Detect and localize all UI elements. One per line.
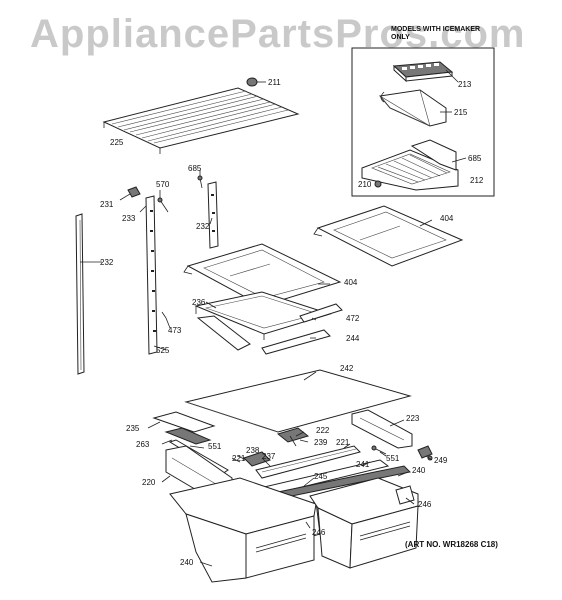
part-472-shelf-rail (299, 303, 343, 323)
part-232-left-rail (75, 213, 85, 375)
callout-239: 239 (314, 438, 328, 447)
callout-220: 220 (142, 478, 156, 487)
part-685-pin (197, 175, 203, 189)
callout-404-center: 404 (344, 278, 358, 287)
callout-685: 685 (188, 164, 202, 173)
part-238-holder (243, 451, 271, 467)
inset-box (351, 47, 495, 197)
callout-215: 215 (454, 108, 468, 117)
part-223-support (351, 409, 413, 449)
callout-232-short: 232 (196, 222, 210, 231)
part-240-crisper-left (169, 477, 317, 583)
callout-240-left: 240 (180, 558, 194, 567)
part-570-screw (157, 197, 169, 213)
callout-249: 249 (434, 456, 448, 465)
part-685-inset-pin (451, 157, 467, 163)
callout-210: 210 (358, 180, 372, 189)
callout-211: 211 (268, 78, 281, 87)
leader-lines (80, 69, 459, 567)
part-233-center-rail (145, 195, 158, 355)
callout-235: 235 (126, 424, 140, 433)
part-239-bracket (276, 427, 310, 447)
callout-225: 225 (110, 138, 124, 147)
part-211-knob (246, 77, 258, 87)
inset-title: MODELS WITH ICEMAKER ONLY (391, 26, 481, 41)
part-242-glass-panel (184, 369, 412, 433)
callout-241: 241 (356, 460, 370, 469)
part-225-wire-shelf (102, 87, 300, 154)
part-246-frame-bar-right (395, 485, 415, 505)
callout-236: 236 (192, 298, 206, 307)
callout-263: 263 (136, 440, 150, 449)
part-213-ice-tray (392, 61, 454, 83)
callout-685-inset: 685 (468, 154, 482, 163)
part-551-cover-right (371, 445, 387, 455)
part-249-roller (417, 445, 433, 461)
part-210-screw (374, 180, 382, 188)
part-244-shelf-frame (196, 315, 331, 355)
callout-244: 244 (346, 334, 360, 343)
callout-222: 222 (316, 426, 330, 435)
part-231-clip (127, 186, 141, 198)
callout-472: 472 (346, 314, 360, 323)
part-404-glass-shelf-center (183, 243, 342, 307)
callout-240-right: 240 (412, 466, 426, 475)
callout-212: 212 (470, 176, 484, 185)
watermark-logo: AppliancePartsPros.com (30, 12, 526, 56)
callout-232-left: 232 (100, 258, 114, 267)
callout-246-right: 246 (418, 500, 432, 509)
part-215-ice-bin (379, 89, 447, 127)
callout-231: 231 (100, 200, 114, 209)
part-232-short-rail (207, 181, 219, 249)
art-number: (ART NO. WR18268 C18) (405, 540, 498, 549)
callout-223: 223 (406, 414, 420, 423)
callout-242: 242 (340, 364, 354, 373)
callout-551-right: 551 (386, 454, 400, 463)
callout-233: 233 (122, 214, 136, 223)
callout-237: 237 (262, 452, 276, 461)
callout-213: 213 (458, 80, 472, 89)
callout-570: 570 (156, 180, 170, 189)
callout-221-right: 221 (336, 438, 350, 447)
callout-246-center: 246 (312, 528, 326, 537)
callout-245: 245 (314, 472, 328, 481)
part-240-crisper-right (309, 477, 419, 569)
part-404-glass-shelf-right (313, 205, 464, 267)
part-212-icemaker-shelf (361, 139, 459, 191)
part-473-screw (161, 311, 167, 319)
callout-238: 238 (246, 446, 260, 455)
callout-473: 473 (168, 326, 182, 335)
callout-525: 525 (156, 346, 170, 355)
callout-221-left: 221 (232, 454, 246, 463)
part-237-channel (255, 445, 361, 479)
callout-404-right: 404 (440, 214, 454, 223)
callout-551-left: 551 (208, 442, 222, 451)
part-235-support (152, 411, 216, 445)
